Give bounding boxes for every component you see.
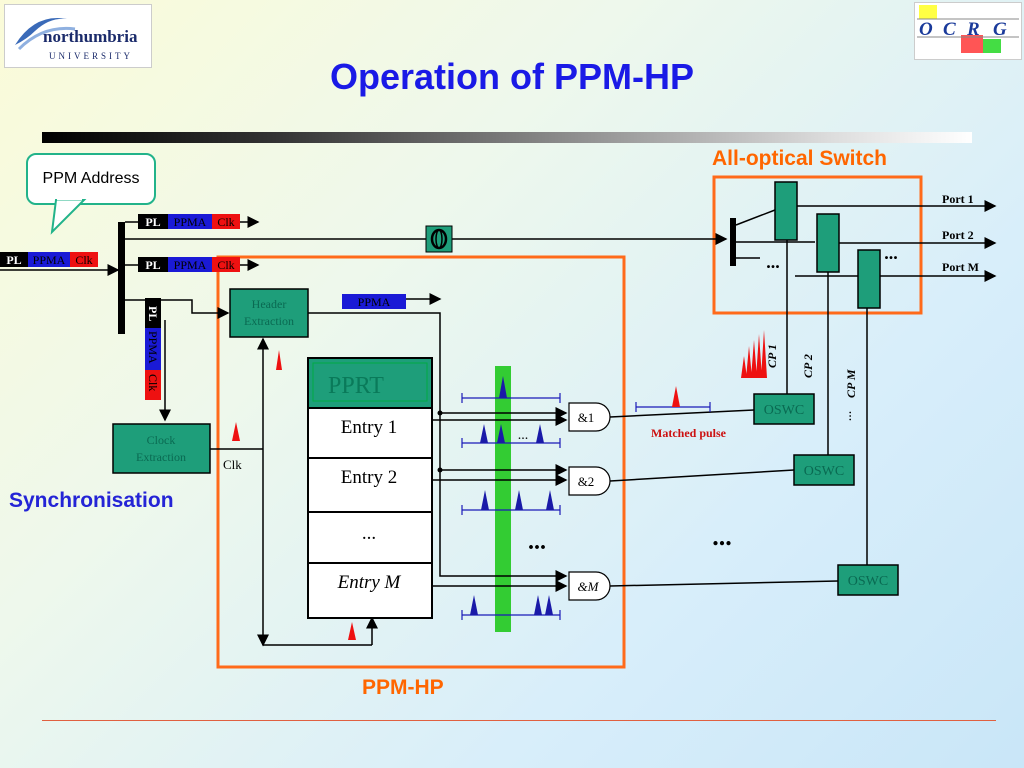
clock-extraction-label-1: Clock <box>147 433 176 447</box>
packet-vertical-pl: PL <box>146 306 160 321</box>
header-extraction-label-2: Extraction <box>244 314 294 328</box>
address-pulse-group <box>470 376 554 615</box>
cp1-label: CP 1 <box>765 344 779 368</box>
port-m-label: Port M <box>942 260 979 274</box>
title-divider <box>42 132 972 143</box>
packet-vertical-clk: Clk <box>146 374 160 391</box>
switch-ellipsis-2: ... <box>884 243 898 263</box>
clk-output-label: Clk <box>223 457 242 472</box>
cp2-label: CP 2 <box>801 354 815 378</box>
all-optical-switch-label: All-optical Switch <box>712 147 888 170</box>
switch-boundary <box>712 175 923 315</box>
oswc-m: OSWC <box>837 564 899 596</box>
clock-extraction-label-2: Extraction <box>136 450 186 464</box>
packet-input-pl: PL <box>6 253 21 267</box>
packet-branch-1: PL PPMA Clk <box>138 214 240 229</box>
packet-branch-1-ppma: PPMA <box>174 215 207 229</box>
oswc-1: OSWC <box>753 393 815 425</box>
packet-input-clk: Clk <box>75 253 92 267</box>
pprt-clock-pulse-icon <box>348 622 356 640</box>
oswc-2-label: OSWC <box>804 464 844 479</box>
sampling-window-bar <box>495 366 511 632</box>
and-gate-1: &1 <box>568 402 611 432</box>
splitter-bar <box>118 222 125 334</box>
cpm-label: CP M <box>844 369 858 398</box>
ppm-hp-boundary <box>216 255 626 669</box>
pprt-title: PPRT <box>328 373 384 399</box>
and-gate-m: &M <box>568 571 611 601</box>
switch-splitter-bar <box>730 218 736 266</box>
logo-letter-c: C <box>943 19 956 40</box>
ppm-address-label: PPM Address <box>42 170 140 187</box>
footer-divider <box>42 720 996 721</box>
and-gates-ellipsis: ... <box>528 529 546 555</box>
oswc-1-label: OSWC <box>764 403 804 418</box>
ppma-extracted-label: PPMA <box>358 295 391 309</box>
port-2-label: Port 2 <box>942 228 974 242</box>
switch-gate-m <box>857 249 881 309</box>
ppma-extracted-tag <box>342 294 406 309</box>
packet-branch-1-clk: Clk <box>217 215 234 229</box>
slide-title: Operation of PPM-HP <box>329 56 694 97</box>
northumbria-logo-graphic: northumbria UNIVERSITY <box>15 18 138 61</box>
matched-pulse-icon <box>672 386 680 407</box>
packet-branch-2-pl: PL <box>145 258 160 272</box>
clock-pulse-icon <box>232 422 240 441</box>
packet-vertical-ppma: PPMA <box>146 331 160 364</box>
matched-pulse-label: Matched pulse <box>651 426 727 440</box>
switch-ellipsis-1: ... <box>766 252 780 272</box>
oswc-ellipsis: ... <box>712 522 732 551</box>
ocrg-logo: O C R G <box>914 2 1022 60</box>
header-clock-pulse-icon <box>276 350 282 370</box>
packet-branch-2-clk: Clk <box>217 258 234 272</box>
and-gate-2: &2 <box>568 466 611 496</box>
ppm-hp-label: PPM-HP <box>362 676 444 699</box>
callout-tail <box>50 199 87 235</box>
pprt-entry-m: Entry M <box>337 572 402 593</box>
header-extraction-label-1: Header <box>252 297 287 311</box>
and-gate-2-label: &2 <box>578 474 595 489</box>
and-gate-1-label: &1 <box>578 410 595 425</box>
port-1-label: Port 1 <box>942 192 974 206</box>
oswc-2: OSWC <box>793 454 855 486</box>
packet-branch-1-pl: PL <box>145 215 160 229</box>
pprt-entry-2: Entry 2 <box>341 467 397 488</box>
packet-input-ppma: PPMA <box>33 253 66 267</box>
ocrg-logo-graphic: O C R G <box>917 5 1019 53</box>
northumbria-logo: northumbria UNIVERSITY <box>4 4 152 68</box>
logo-letter-g: G <box>993 19 1007 40</box>
and-gate-m-label: &M <box>578 579 600 594</box>
cp-ellipsis: ... <box>840 411 855 422</box>
packet-vertical: PL PPMA Clk <box>145 298 161 400</box>
pprt-entry-ellipsis: ... <box>362 523 376 544</box>
clock-extraction-block <box>112 423 211 474</box>
packet-branch-2: PL PPMA Clk <box>138 257 240 272</box>
synchronisation-label: Synchronisation <box>9 489 174 512</box>
logo-text-university: UNIVERSITY <box>49 51 133 61</box>
switch-gate-2 <box>816 213 840 273</box>
logo-text-northumbria: northumbria <box>43 27 138 46</box>
switch-gate-1 <box>774 181 798 241</box>
control-pulses-icon <box>741 330 767 378</box>
packet-branch-2-ppma: PPMA <box>174 258 207 272</box>
logo-letter-o: O <box>919 19 933 40</box>
ppm-address-callout: PPM Address <box>26 153 156 205</box>
packet-input: PL PPMA Clk <box>0 252 98 267</box>
logo-letter-r: R <box>966 19 980 40</box>
pulse-ellipsis: ... <box>518 428 529 443</box>
oswc-m-label: OSWC <box>848 574 888 589</box>
pprt-entry-1: Entry 1 <box>341 417 397 438</box>
